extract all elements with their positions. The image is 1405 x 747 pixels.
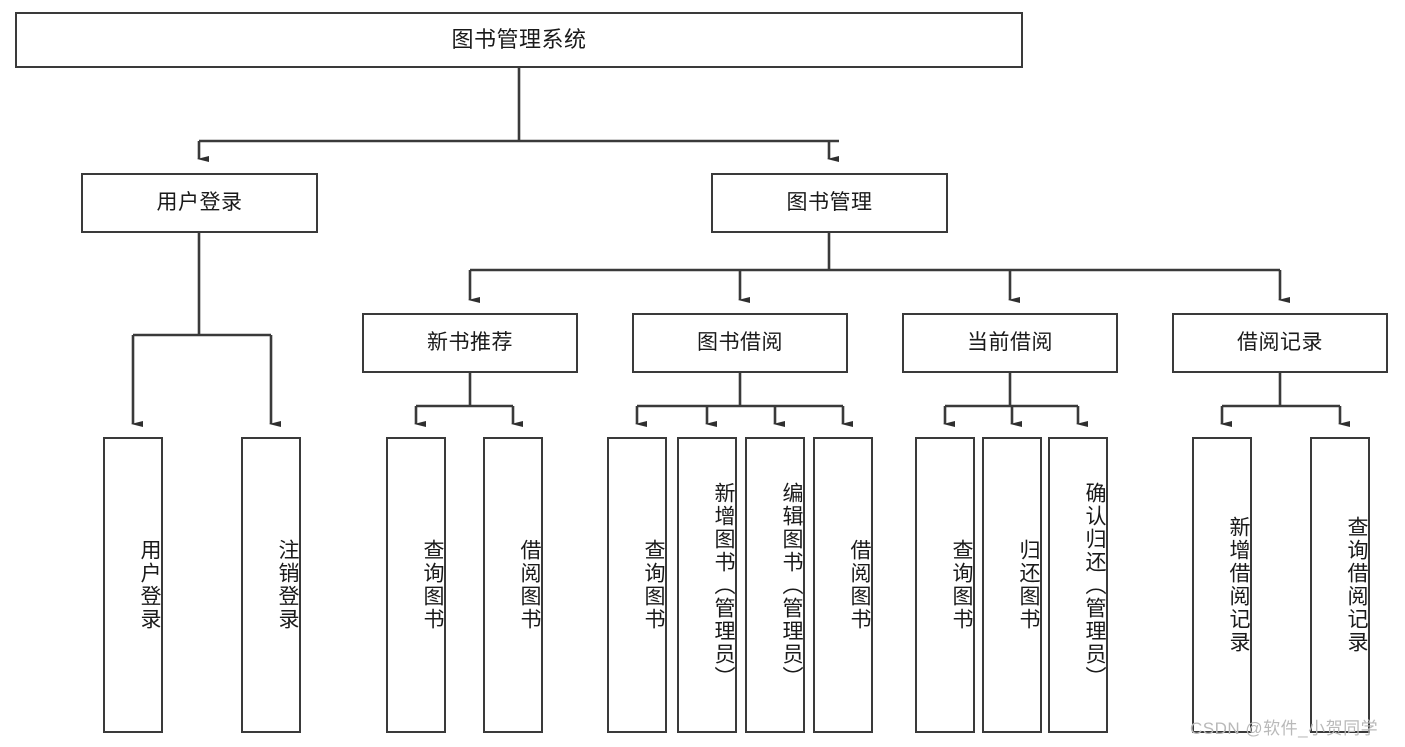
leaf-logout[interactable]: 注销登录 <box>241 437 301 733</box>
leaf-label: 查询图书 <box>421 539 444 631</box>
leaf-label: 新增借阅记录 <box>1227 516 1250 654</box>
node-book-management[interactable]: 图书管理 <box>711 173 948 233</box>
leaf-label: 借阅图书 <box>518 539 541 631</box>
leaf-label: 新增图书（管理员） <box>712 481 735 689</box>
leaf-query-books-borrow[interactable]: 查询图书 <box>607 437 667 733</box>
leaf-label: 查询图书 <box>642 539 665 631</box>
csdn-watermark: CSDN @软件_小贺同学 <box>1190 719 1379 738</box>
leaf-label: 归还图书 <box>1017 539 1040 631</box>
leaf-edit-book-admin[interactable]: 编辑图书（管理员） <box>745 437 805 733</box>
leaf-borrow-books-recommend[interactable]: 借阅图书 <box>483 437 543 733</box>
leaf-query-books-recommend[interactable]: 查询图书 <box>386 437 446 733</box>
node-book-borrow[interactable]: 图书借阅 <box>632 313 848 373</box>
leaf-confirm-return-admin[interactable]: 确认归还（管理员） <box>1048 437 1108 733</box>
leaf-add-borrow-record[interactable]: 新增借阅记录 <box>1192 437 1252 733</box>
leaf-label: 用户登录 <box>138 539 161 631</box>
node-user-login[interactable]: 用户登录 <box>81 173 318 233</box>
leaf-label: 查询图书 <box>950 539 973 631</box>
leaf-add-book-admin[interactable]: 新增图书（管理员） <box>677 437 737 733</box>
leaf-user-login[interactable]: 用户登录 <box>103 437 163 733</box>
node-current-borrow[interactable]: 当前借阅 <box>902 313 1118 373</box>
leaf-label: 查询借阅记录 <box>1345 516 1368 654</box>
node-new-book-recommend[interactable]: 新书推荐 <box>362 313 578 373</box>
node-borrow-records[interactable]: 借阅记录 <box>1172 313 1388 373</box>
leaf-query-books-current[interactable]: 查询图书 <box>915 437 975 733</box>
node-root[interactable]: 图书管理系统 <box>15 12 1023 68</box>
leaf-query-borrow-record[interactable]: 查询借阅记录 <box>1310 437 1370 733</box>
leaf-label: 确认归还（管理员） <box>1083 481 1106 689</box>
leaf-return-books[interactable]: 归还图书 <box>982 437 1042 733</box>
leaf-borrow-books[interactable]: 借阅图书 <box>813 437 873 733</box>
leaf-label: 编辑图书（管理员） <box>780 481 803 689</box>
leaf-label: 借阅图书 <box>848 539 871 631</box>
leaf-label: 注销登录 <box>276 539 299 631</box>
